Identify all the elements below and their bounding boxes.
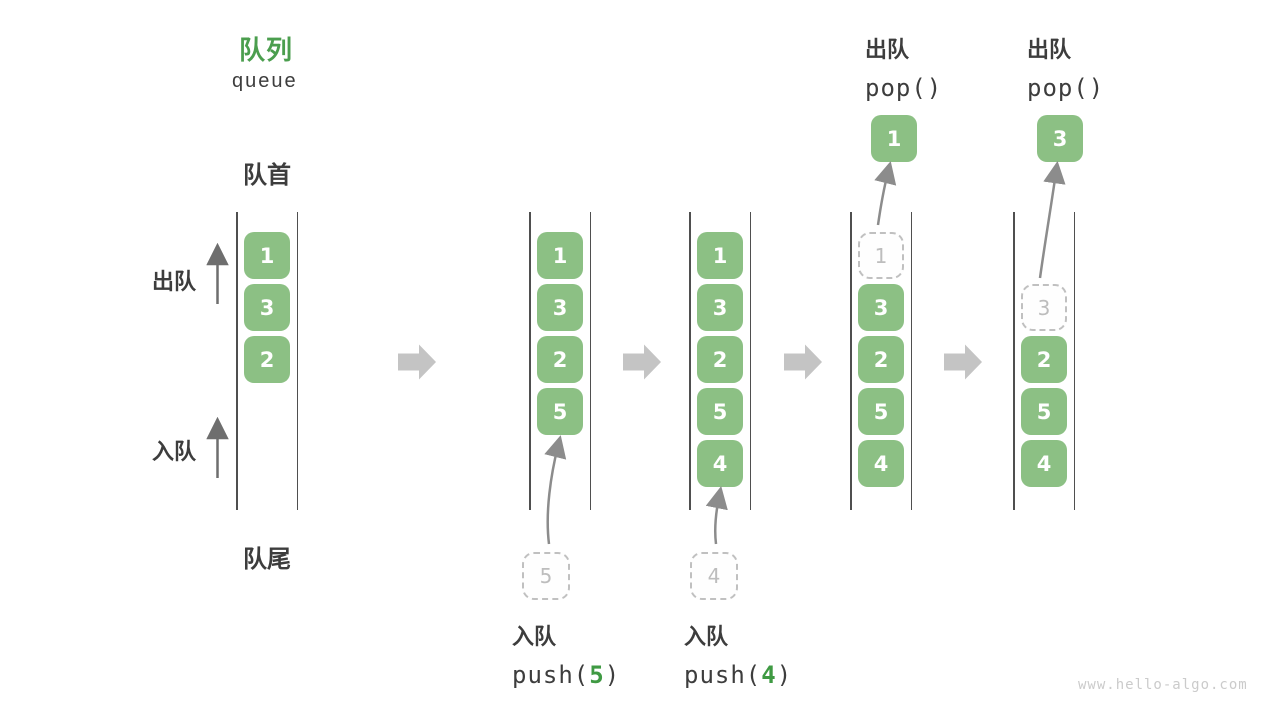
- step-arrow-icon: [944, 344, 982, 380]
- queue-state-5: 3 2 5 4: [1013, 212, 1075, 510]
- enqueue-op-label: 入队: [684, 624, 729, 649]
- queue-rear-label: 队尾: [243, 546, 291, 573]
- queue-cell: 2: [244, 336, 290, 383]
- queue-cell: 1: [537, 232, 583, 279]
- push-arg: 4: [761, 661, 777, 689]
- queue-state-4: 1 3 2 5 4: [850, 212, 912, 510]
- queue-cell: 2: [858, 336, 904, 383]
- queue-wall: [850, 212, 852, 510]
- pop-code-label: pop(): [865, 74, 943, 102]
- queue-cell: 3: [537, 284, 583, 331]
- queue-state-2: 1 3 2 5: [529, 212, 591, 510]
- step-arrow-icon: [623, 344, 661, 380]
- queue-cell-removed: 1: [858, 232, 904, 279]
- dequeue-side-label: 出队: [152, 269, 197, 294]
- queue-state-3: 1 3 2 5 4: [689, 212, 751, 510]
- queue-cell: 2: [537, 336, 583, 383]
- queue-cell: 4: [858, 440, 904, 487]
- code-text: push(: [684, 661, 762, 689]
- enqueue-op-label: 入队: [512, 624, 557, 649]
- push-operation-label: 入队 push(4): [684, 619, 792, 689]
- code-text: push(: [512, 661, 590, 689]
- push-code-label: push(4): [684, 661, 792, 689]
- queue-cell: 5: [537, 388, 583, 435]
- queue-cell: 2: [697, 336, 743, 383]
- diagram-title: 队列: [239, 35, 294, 65]
- queue-wall: [1013, 212, 1015, 510]
- push-arg: 5: [589, 661, 605, 689]
- diagram-subtitle: queue: [232, 70, 298, 92]
- queue-cell: 1: [697, 232, 743, 279]
- queue-front-label: 队首: [243, 162, 291, 189]
- queue-state-1: 1 3 2: [236, 212, 298, 510]
- queue-wall: [296, 212, 298, 510]
- dequeue-op-label: 出队: [865, 37, 910, 62]
- queue-cell: 3: [697, 284, 743, 331]
- pop-code-label: pop(): [1027, 74, 1105, 102]
- push-operation-label: 入队 push(5): [512, 619, 620, 689]
- queue-cell: 3: [244, 284, 290, 331]
- queue-wall: [1073, 212, 1075, 510]
- queue-wall: [910, 212, 912, 510]
- queue-cell-removed: 3: [1021, 284, 1067, 331]
- queue-wall: [689, 212, 691, 510]
- queue-cell: 3: [858, 284, 904, 331]
- queue-cell: 2: [1021, 336, 1067, 383]
- code-text: ): [776, 661, 793, 689]
- enqueue-side-label: 入队: [152, 439, 197, 464]
- queue-wall: [236, 212, 238, 510]
- popped-value-cell: 1: [871, 115, 917, 162]
- queue-cell: 5: [697, 388, 743, 435]
- step-arrow-icon: [784, 344, 822, 380]
- incoming-value-cell: 4: [690, 552, 738, 600]
- queue-cell: 1: [244, 232, 290, 279]
- queue-cell: 5: [858, 388, 904, 435]
- queue-wall: [589, 212, 591, 510]
- incoming-value-cell: 5: [522, 552, 570, 600]
- watermark: www.hello-algo.com: [1078, 677, 1248, 693]
- push-code-label: push(5): [512, 661, 620, 689]
- queue-wall: [529, 212, 531, 510]
- queue-cell: 5: [1021, 388, 1067, 435]
- queue-cell: 4: [697, 440, 743, 487]
- step-arrow-icon: [398, 344, 436, 380]
- code-text: ): [604, 661, 621, 689]
- popped-value-cell: 3: [1037, 115, 1083, 162]
- dequeue-op-label: 出队: [1027, 37, 1072, 62]
- pop-operation-label: 出队 pop(): [1027, 32, 1104, 102]
- pop-operation-label: 出队 pop(): [865, 32, 942, 102]
- queue-wall: [749, 212, 751, 510]
- queue-cell: 4: [1021, 440, 1067, 487]
